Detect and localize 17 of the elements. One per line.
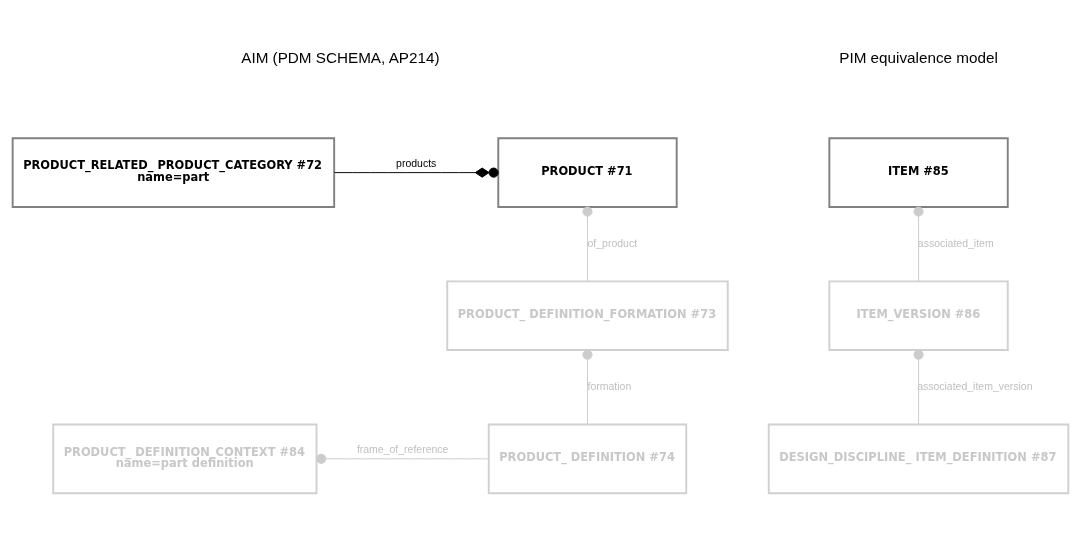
connector [913, 206, 924, 282]
connector [316, 453, 490, 464]
connector [333, 167, 499, 178]
edge-label: formation [587, 380, 632, 392]
connector [582, 206, 593, 282]
edge-label: associated_item_version [917, 380, 1033, 392]
edge-label: products [396, 157, 437, 169]
label: AIM (PDM SCHEMA, AP214) [241, 48, 440, 66]
connector [913, 349, 924, 425]
label: PIM equivalence model [839, 48, 998, 66]
edge-label: frame_of_reference [356, 443, 449, 455]
node-box: PRODUCT #71 [497, 137, 678, 208]
node-box: PRODUCT_RELATED_ PRODUCT_CATEGORY #72 name=part [11, 137, 336, 208]
edge-label: of_product [587, 237, 638, 249]
connector [582, 349, 593, 425]
node-box: ITEM #85 [828, 137, 1009, 208]
edge-label: associated_item [917, 237, 994, 249]
